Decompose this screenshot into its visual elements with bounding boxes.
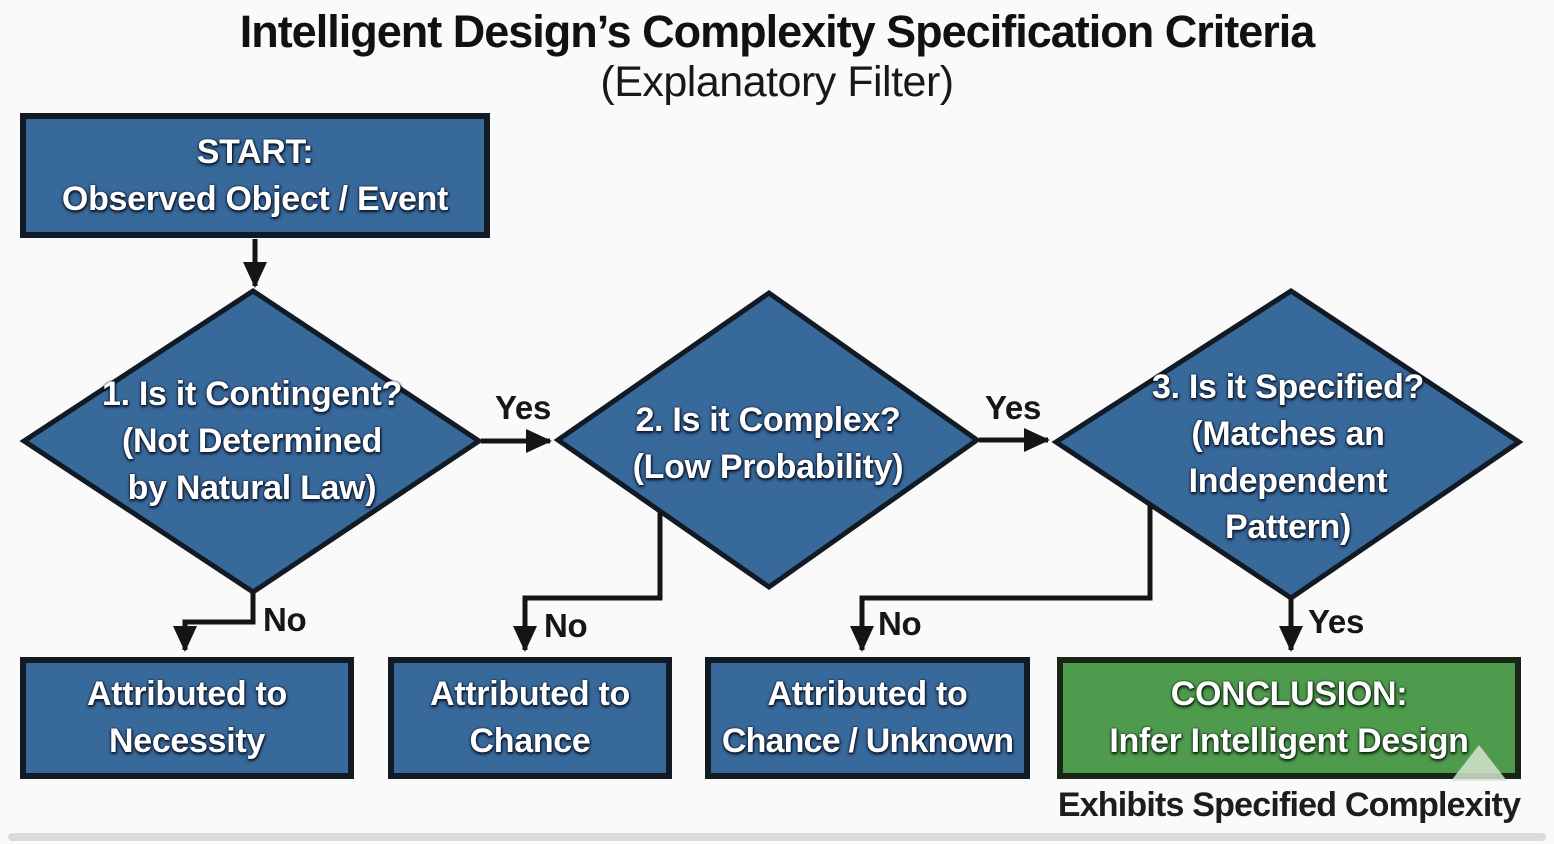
decision-3-node: 3. Is it Specified? (Matches an Independ… [1056, 291, 1520, 598]
watermark-triangle-icon [1451, 745, 1507, 781]
edge-label-yes-1: Yes [495, 389, 551, 426]
result-chance-unknown-node: Attributed to Chance / Unknown [705, 657, 1030, 779]
edge-label-no-2: No [544, 607, 588, 644]
result-chance-node: Attributed to Chance [388, 657, 672, 779]
page-subtitle: (Explanatory Filter) [600, 58, 954, 106]
decision-1-node: 1. Is it Contingent? (Not Determined by … [24, 291, 480, 592]
start-node-line1: START: [196, 132, 314, 171]
connector-no-decision2-to-chance [513, 511, 663, 652]
conclusion-node: CONCLUSION: Infer Intelligent Design [1057, 657, 1521, 779]
chance-unknown-line2: Chance / Unknown [721, 722, 1014, 760]
decision-2-line1: 2. Is it Complex? [635, 401, 901, 440]
start-node-line2: Observed Object / Event [61, 179, 449, 218]
connector-no-decision1-to-necessity [173, 590, 256, 652]
edge-label-no-1: No [263, 601, 307, 638]
conclusion-line1: CONCLUSION: [1170, 675, 1408, 714]
decision-2-shape [553, 289, 982, 591]
conclusion-line2: Infer Intelligent Design [1109, 722, 1469, 760]
decision-1-line3: by Natural Law) [127, 468, 377, 507]
edge-label-no-3: No [878, 605, 922, 642]
footnote-text: Exhibits Specified Complexity [1057, 786, 1521, 824]
necessity-line2: Necessity [108, 722, 266, 760]
edge-label-yes-3: Yes [1308, 603, 1364, 640]
chance-unknown-line1: Attributed to [767, 675, 968, 714]
decision-2-node: 2. Is it Complex? (Low Probability) [558, 293, 978, 587]
decision-3-line1: 3. Is it Specified? [1151, 367, 1425, 406]
necessity-line1: Attributed to [86, 675, 288, 714]
decision-3-line4: Pattern) [1224, 508, 1352, 547]
decision-3-line2: (Matches an [1191, 414, 1385, 453]
decision-2-line2: (Low Probability) [632, 448, 904, 486]
chance-line1: Attributed to [429, 675, 631, 714]
decision-3-line3: Independent [1188, 461, 1388, 500]
bottom-edge-band [8, 833, 1546, 841]
connector-no-decision3-to-chance-unknown [850, 504, 1153, 652]
result-necessity-node: Attributed to Necessity [20, 657, 354, 779]
decision-1-line2: (Not Determined [122, 422, 382, 461]
edge-label-yes-2: Yes [985, 389, 1041, 426]
decision-1-line1: 1. Is it Contingent? [102, 375, 402, 414]
start-node: START: Observed Object / Event [20, 113, 490, 238]
chance-line2: Chance [469, 722, 591, 760]
page-title: Intelligent Design’s Complexity Specific… [239, 6, 1316, 57]
